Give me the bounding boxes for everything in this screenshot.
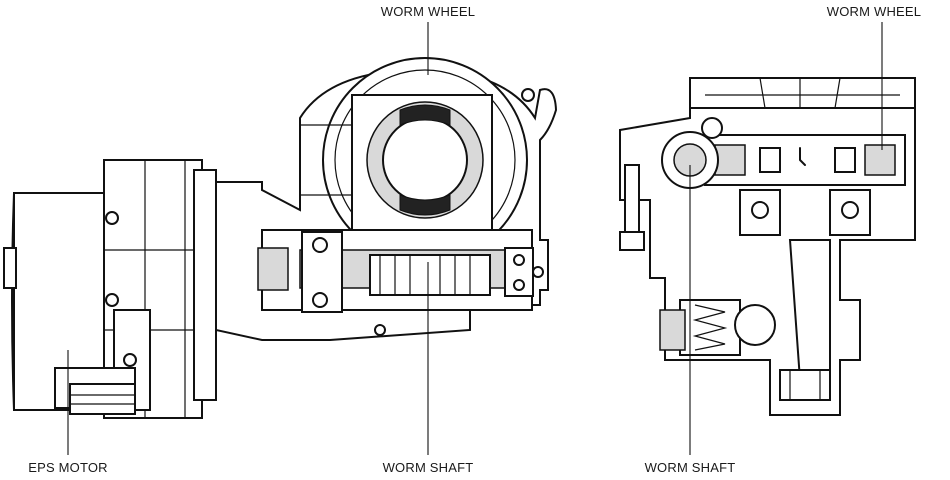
label-worm-wheel-left: WORM WHEEL	[381, 4, 475, 19]
label-worm-shaft-right: WORM SHAFT	[645, 460, 736, 475]
label-worm-shaft-left: WORM SHAFT	[383, 460, 474, 475]
gear-housing-drawing	[215, 57, 558, 341]
right-view	[619, 77, 916, 416]
left-view	[3, 57, 558, 419]
label-eps-motor: EPS MOTOR	[28, 460, 108, 475]
label-worm-wheel-right: WORM WHEEL	[827, 4, 921, 19]
eps-motor-drawing	[3, 159, 217, 419]
